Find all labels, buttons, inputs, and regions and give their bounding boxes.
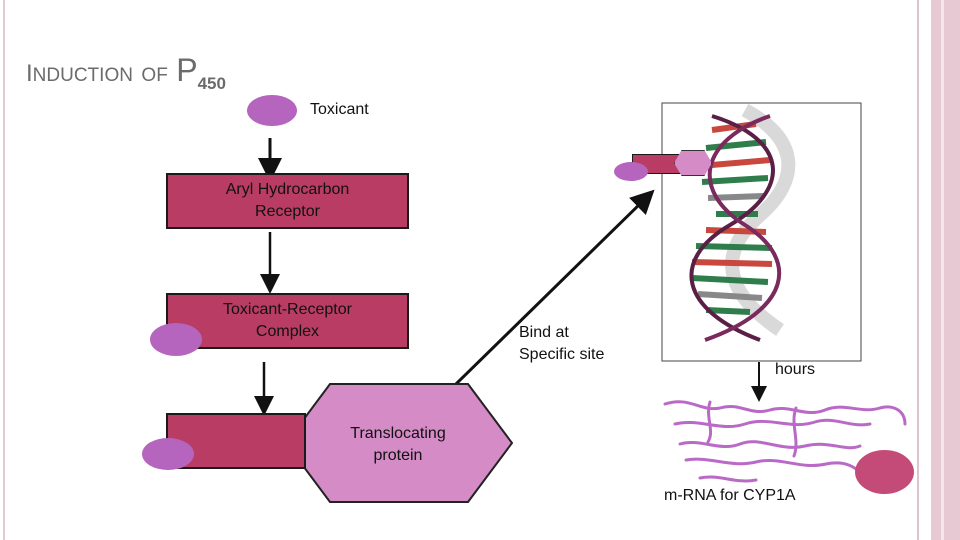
toxicant-receptor-complex-label: Toxicant-Receptor Complex (223, 301, 352, 340)
dna-bound-translocator (674, 150, 712, 176)
right-frame-outer-line (917, 0, 919, 540)
hours-label: hours (775, 361, 816, 378)
bind-site-label: Bind at Specific site (519, 324, 605, 363)
right-frame-inner-line (941, 0, 944, 540)
translocating-protein-label: Translocating protein (350, 425, 446, 464)
toxicant-receptor-complex-box (166, 293, 409, 349)
toxicant-molecule (247, 95, 297, 126)
translocating-toxicant-molecule (142, 438, 194, 470)
dna-helix-icon (689, 103, 796, 342)
complex-toxicant-molecule (150, 323, 202, 356)
mrna-strands-icon (663, 400, 907, 483)
receptor-complex-with-translocator (166, 413, 306, 469)
left-frame-line (3, 0, 5, 540)
cyp1a-protein (855, 450, 914, 494)
aryl-hydrocarbon-receptor-box (166, 173, 409, 229)
slide-title: INDUCTION OF P450 (26, 52, 226, 93)
arrow-to-binding-site (454, 189, 655, 386)
aryl-hydrocarbon-receptor-label: Aryl Hydrocarbon Receptor (225, 181, 350, 220)
dna-bound-toxicant (614, 162, 648, 181)
mrna-label: m-RNA for CYP1A (664, 487, 796, 504)
right-frame-band (931, 0, 960, 540)
toxicant-label: Toxicant (310, 101, 369, 118)
